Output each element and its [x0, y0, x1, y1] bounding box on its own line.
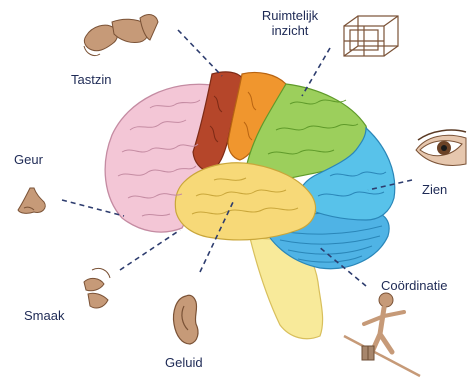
ear-icon	[174, 295, 199, 344]
label-ruimtelijk-line1: Ruimtelijk	[250, 8, 330, 23]
line-tastzin	[178, 30, 222, 76]
label-smaak: Smaak	[24, 308, 64, 323]
label-geluid: Geluid	[165, 355, 203, 370]
eye-icon	[416, 130, 466, 165]
label-geur: Geur	[14, 152, 43, 167]
line-smaak	[120, 230, 180, 270]
nose-icon	[18, 188, 45, 213]
label-tastzin: Tastzin	[71, 72, 111, 87]
balance-figure-icon	[344, 293, 420, 376]
cube-icon	[344, 16, 398, 56]
label-coordinatie: Coördinatie	[381, 278, 448, 293]
label-ruimtelijk-inzicht: Ruimtelijk inzicht	[250, 8, 330, 38]
line-ruimtelijk	[302, 48, 330, 96]
label-ruimtelijk-line2: inzicht	[250, 23, 330, 38]
hand-icon	[84, 15, 158, 56]
label-zien: Zien	[422, 182, 447, 197]
mouth-icon	[84, 268, 110, 308]
